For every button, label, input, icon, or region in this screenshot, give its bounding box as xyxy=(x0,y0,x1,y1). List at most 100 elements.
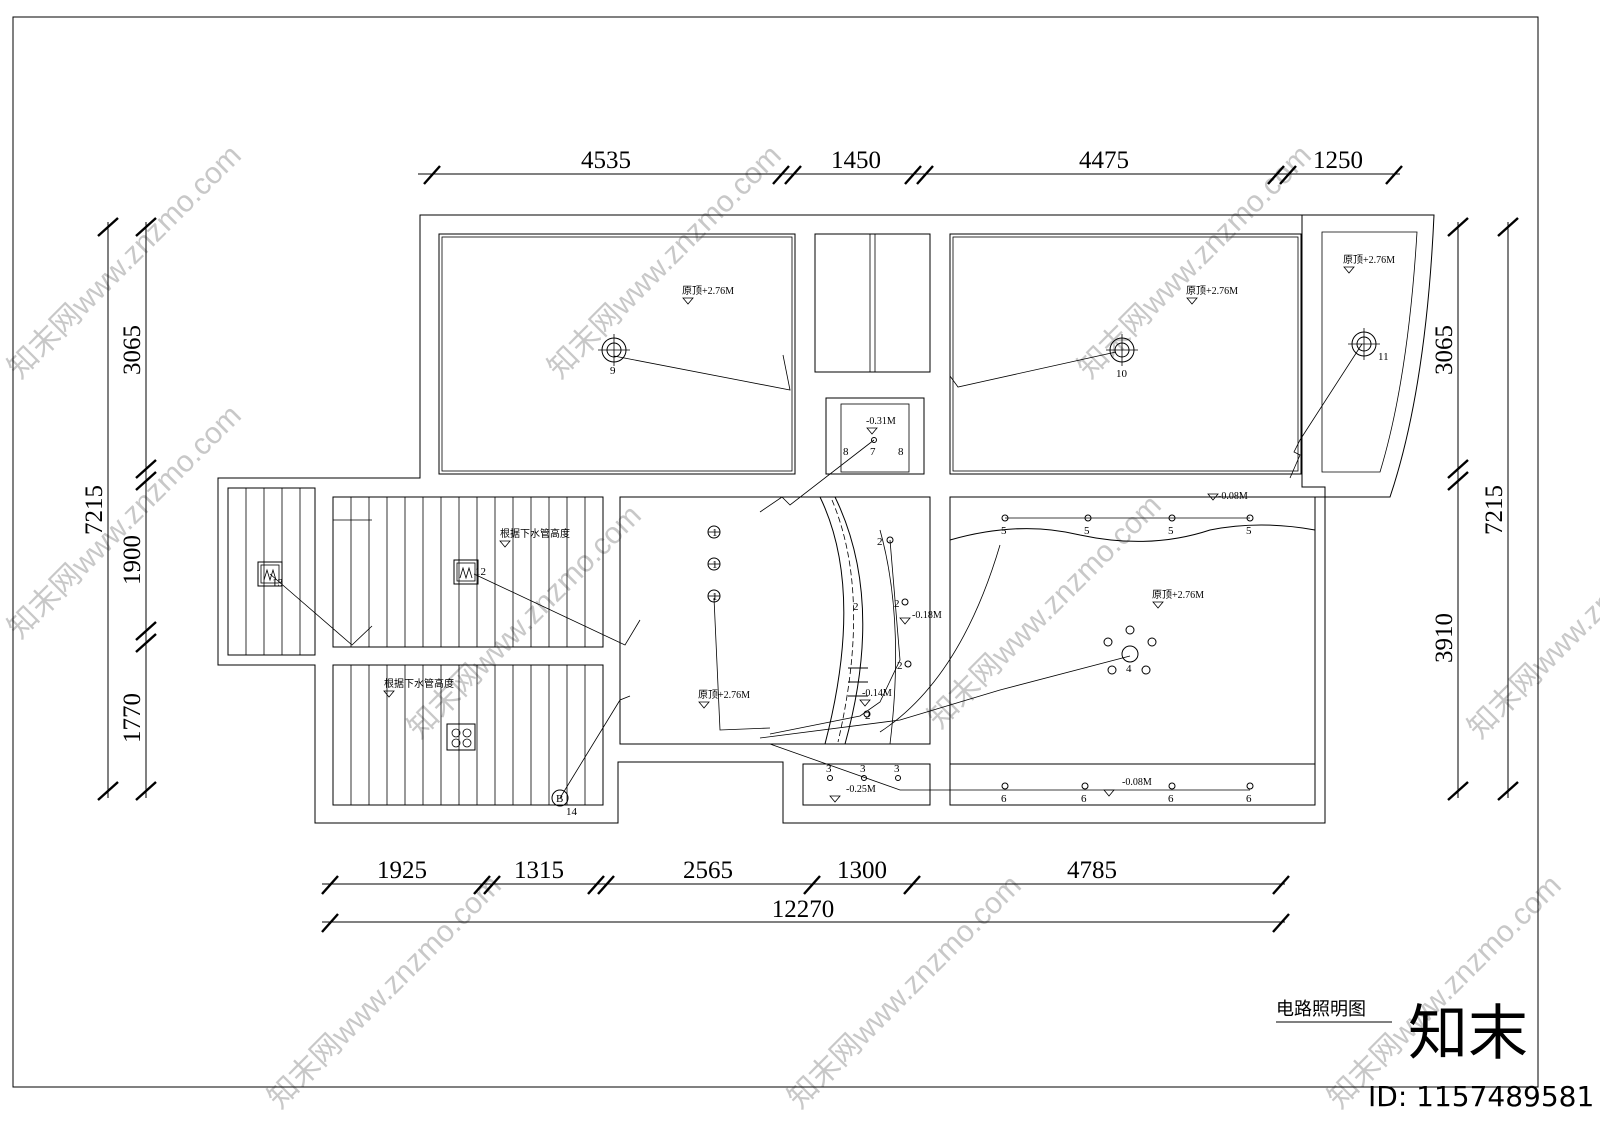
svg-text:2: 2 xyxy=(897,660,903,672)
downlight-2e: 2 xyxy=(853,601,859,613)
svg-text:5: 5 xyxy=(1084,525,1090,537)
room-bedroom-1 xyxy=(438,233,796,475)
watermark: 知末网www.znzmo.com xyxy=(1322,869,1568,1115)
ceiling-stripes xyxy=(245,488,586,805)
watermark: 知末网www.znzmo.com xyxy=(262,869,508,1115)
dim-bottom-2: 1315 xyxy=(514,857,564,884)
spotlight-1b: 1 xyxy=(707,557,721,571)
room-closet xyxy=(825,397,925,475)
fixture-number: 9 xyxy=(610,365,616,377)
ceiling-label-living: 原顶+2.76M xyxy=(698,689,750,701)
fixture-number: 11 xyxy=(1378,351,1389,363)
bottom-dimension-chain: 1925 1315 2565 1300 4785 12270 xyxy=(321,857,1290,933)
dim-bottom-4: 1300 xyxy=(837,857,887,884)
svg-text:8: 8 xyxy=(898,446,904,458)
watermark: 知末网www.znzmo.com xyxy=(922,489,1168,735)
watermark: 知末网www.znzmo.com xyxy=(2,399,248,645)
level-label-toilet: -0.25M xyxy=(846,784,876,795)
svg-text:5: 5 xyxy=(1001,525,1007,537)
dim-top-4: 1250 xyxy=(1313,147,1363,174)
svg-text:1: 1 xyxy=(712,527,718,539)
level-label-living-curve: -0.18M xyxy=(912,610,942,621)
dim-bottom-3: 2565 xyxy=(683,857,733,884)
drain-note-bathroom: 根据下水管高度 xyxy=(500,527,570,540)
svg-text:1: 1 xyxy=(712,559,718,571)
dim-left-2: 1900 xyxy=(119,535,146,585)
left-dimension-chain: 7215 3065 1900 1770 xyxy=(81,217,157,801)
downlight-2c: 2 xyxy=(897,660,912,672)
level-label-living-low: -0.14M xyxy=(862,688,892,699)
level-labels: 原顶+2.76M 原顶+2.76M 原顶+2.76M -0.31M -0.08M… xyxy=(383,254,1395,803)
svg-text:6: 6 xyxy=(1001,793,1007,805)
dim-left-3: 1770 xyxy=(119,693,146,743)
curved-ceiling-edge xyxy=(819,496,845,745)
toilet-lights-3: 3 3 3 xyxy=(826,763,901,781)
downlight-2a: 2 xyxy=(877,536,894,548)
watermarks: 知末网www.znzmo.com 知末网www.znzmo.com 知末网www… xyxy=(2,139,1600,1115)
right-balcony-inner xyxy=(1321,231,1418,473)
dim-right-2: 3910 xyxy=(1431,613,1458,663)
svg-text:2: 2 xyxy=(865,710,871,722)
svg-text:8: 8 xyxy=(843,446,849,458)
room-living xyxy=(619,496,931,745)
room-left-balcony xyxy=(227,487,316,656)
dim-right-total: 7215 xyxy=(1481,485,1508,535)
level-label-dining-top: -0.08M xyxy=(1218,491,1248,502)
room-bathroom xyxy=(332,496,604,648)
dim-left-total: 7215 xyxy=(81,485,108,535)
watermark: 知末网www.znzmo.com xyxy=(542,139,788,385)
ceiling-light-9: 9 xyxy=(598,334,630,377)
watermark: 知末网www.znzmo.com xyxy=(1072,139,1318,385)
dim-right-1: 3065 xyxy=(1431,325,1458,375)
dim-bottom-total: 12270 xyxy=(772,896,835,923)
svg-text:B: B xyxy=(556,793,563,805)
svg-text:5: 5 xyxy=(1246,525,1252,537)
svg-text:13: 13 xyxy=(272,577,284,589)
right-balcony-outline xyxy=(1302,214,1435,498)
ceiling-label-dining: 原顶+2.76M xyxy=(1152,589,1204,601)
dim-top-3: 4475 xyxy=(1079,147,1129,174)
svg-text:1: 1 xyxy=(712,591,718,603)
chandelier-4: 4 xyxy=(1103,625,1157,675)
downlight-2d: 2 xyxy=(863,710,871,722)
closet-light: 7 8 8 xyxy=(843,437,904,458)
room-kitchen xyxy=(332,664,604,806)
bath-heater-13: 13 xyxy=(257,561,284,589)
svg-text:3: 3 xyxy=(894,763,900,775)
dim-top-1: 4535 xyxy=(581,147,631,174)
spotlight-1a: 1 xyxy=(707,525,721,539)
ceiling-label-bedroom-1: 原顶+2.76M xyxy=(682,285,734,297)
svg-text:6: 6 xyxy=(1081,793,1087,805)
drain-note-kitchen: 根据下水管高度 xyxy=(384,677,454,690)
fixture-number: 10 xyxy=(1116,368,1128,380)
svg-text:2: 2 xyxy=(894,598,900,610)
dim-top-2: 1450 xyxy=(831,147,881,174)
svg-text:14: 14 xyxy=(566,806,578,818)
svg-text:2: 2 xyxy=(877,536,883,548)
wavy-ceiling-edge xyxy=(949,524,1316,542)
kitchen-stove xyxy=(446,723,476,751)
image-id-label: ID: 1157489581 xyxy=(1368,1080,1594,1113)
dining-lights-6: 6 6 6 6 xyxy=(1001,782,1254,805)
svg-text:3: 3 xyxy=(860,763,866,775)
ceiling-light-11: 11 xyxy=(1348,328,1389,363)
outer-wall xyxy=(217,214,1326,824)
dining-lights-5: 5 5 5 5 xyxy=(1001,514,1254,537)
ceiling-label-balcony: 原顶+2.76M xyxy=(1343,254,1395,266)
dim-bottom-5: 4785 xyxy=(1067,857,1117,884)
svg-text:4: 4 xyxy=(1126,663,1132,675)
svg-text:6: 6 xyxy=(1246,793,1252,805)
ceiling-light-10: 10 xyxy=(1106,334,1138,380)
level-label-dining-bottom: -0.08M xyxy=(1122,777,1152,788)
wiring xyxy=(269,343,1363,799)
brand-logo: 知末 xyxy=(1408,999,1528,1069)
svg-text:5: 5 xyxy=(1168,525,1174,537)
drawing-title: 电路照明图 xyxy=(1276,999,1366,1019)
downlight-2b: 2 xyxy=(894,598,909,610)
drawing-frame xyxy=(12,16,1539,1088)
bath-heater-12: 12 xyxy=(453,559,486,585)
room-bedroom-2 xyxy=(949,233,1302,475)
room-toilet xyxy=(802,763,931,806)
level-label-closet: -0.31M xyxy=(866,416,896,427)
svg-text:3: 3 xyxy=(826,763,832,775)
